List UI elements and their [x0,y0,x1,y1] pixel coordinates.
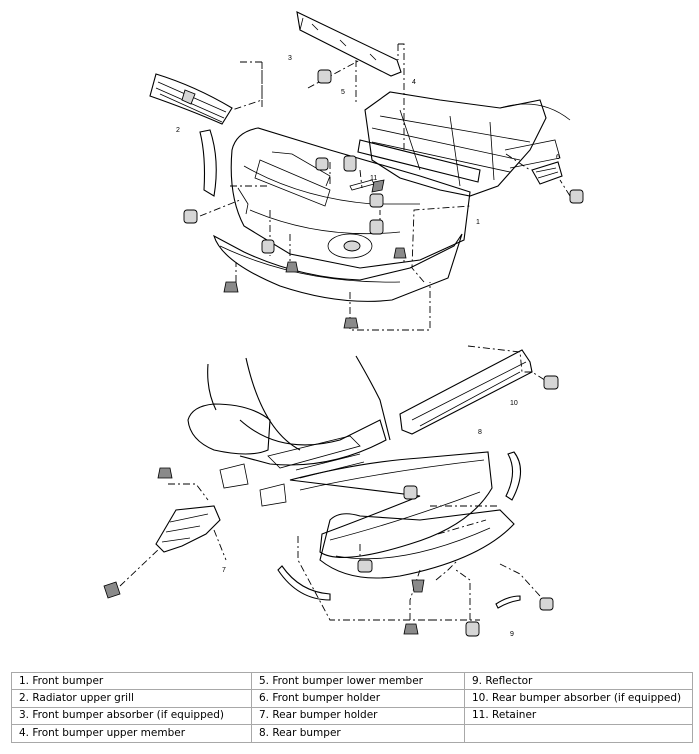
callout-11: 11 [370,175,377,182]
exploded-bumper-diagram: 1 2 3 4 5 6 7 8 9 10 11 [103,11,584,638]
front-bumper-assembly [149,11,584,331]
legend-cell: 7. Rear bumper holder [251,706,465,726]
callout-labels: 1 2 3 4 5 6 7 8 9 10 11 [176,55,560,638]
legend-row: 1. Front bumper 5. Front bumper lower me… [11,671,693,691]
callout-10: 10 [510,400,518,407]
callout-8: 8 [478,429,482,436]
legend-cell: 3. Front bumper absorber (if equipped) [11,706,252,726]
callout-3: 3 [288,55,292,62]
callout-6: 6 [556,154,560,161]
legend-row: 2. Radiator upper grill 6. Front bumper … [11,689,693,708]
legend-row: 4. Front bumper upper member 8. Rear bum… [11,724,693,743]
legend-cell: 11. Retainer [464,706,693,726]
parts-legend-table: 1. Front bumper 5. Front bumper lower me… [11,671,693,743]
legend-cell: 6. Front bumper holder [251,689,465,708]
legend-cell: 2. Radiator upper grill [11,689,252,708]
legend-cell: 9. Reflector [464,671,693,691]
callout-9: 9 [510,631,514,638]
legend-cell: 1. Front bumper [11,671,252,691]
rear-bumper-assembly [103,345,559,637]
callout-1: 1 [476,219,480,226]
legend-cell: 10. Rear bumper absorber (if equipped) [464,689,693,708]
callout-4: 4 [412,79,416,86]
legend-cell [464,724,693,743]
callout-2: 2 [176,127,180,134]
callout-5: 5 [341,89,345,96]
callout-7: 7 [222,567,226,574]
legend-cell: 8. Rear bumper [251,724,465,743]
legend-cell: 4. Front bumper upper member [11,724,252,743]
legend-cell: 5. Front bumper lower member [251,671,465,691]
legend-row: 3. Front bumper absorber (if equipped) 7… [11,706,693,726]
